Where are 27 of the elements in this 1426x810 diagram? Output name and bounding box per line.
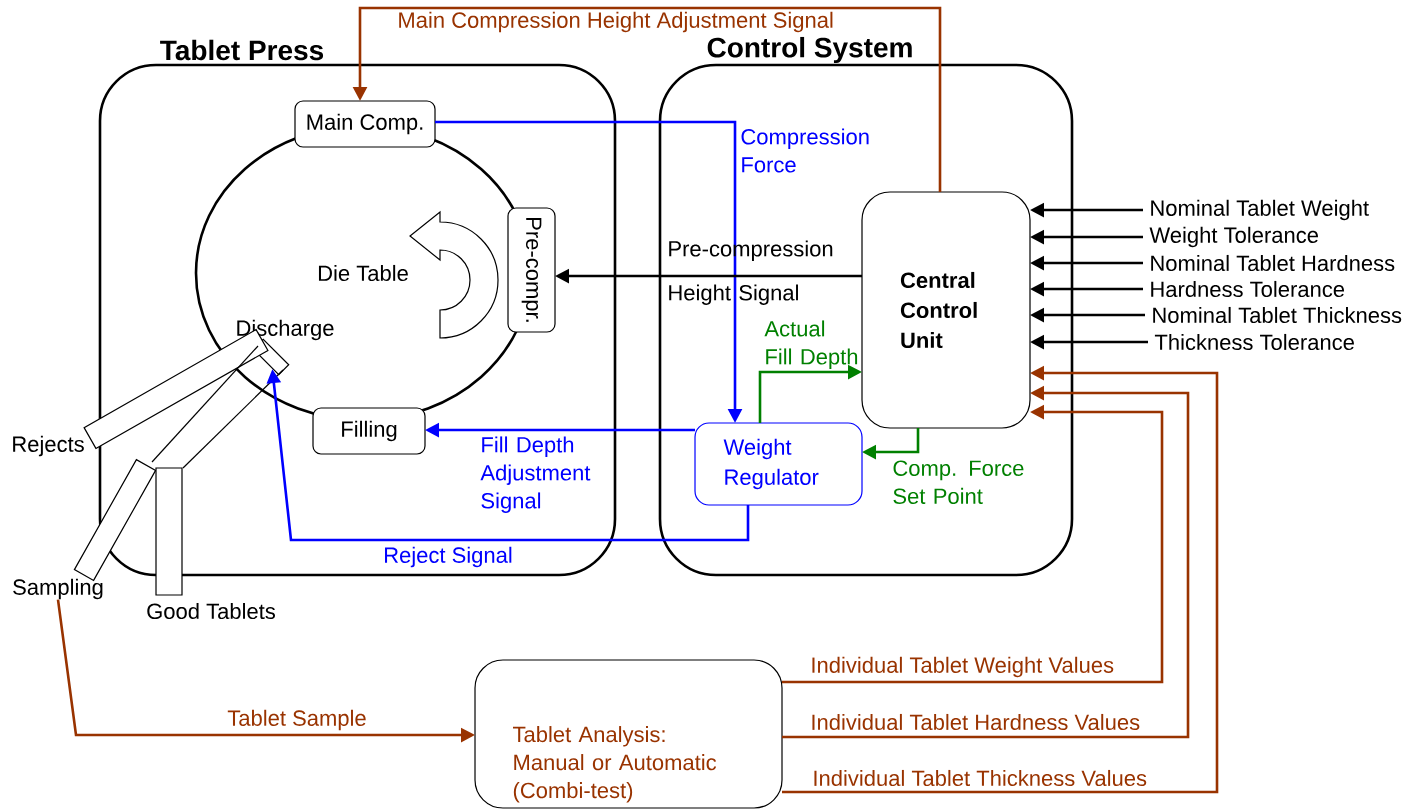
regulator-box: Weight Regulator: [694, 422, 863, 506]
process-box: Main Comp.: [294, 100, 436, 148]
rotation-arrow: [409, 211, 499, 339]
input-label: Nominal Tablet Thickness: [1153, 306, 1402, 324]
gate-label: Discharge: [237, 319, 334, 341]
input-label: Nominal Tablet Hardness: [1151, 254, 1395, 272]
chute-label: Sampling: [13, 578, 103, 600]
edge-label: Fill Depth Adjustment Signal: [480, 436, 591, 513]
input-label: Weight Tolerance: [1149, 226, 1318, 248]
input-label: Hardness Tolerance: [1151, 280, 1345, 298]
process-box: Pre-compr.: [507, 207, 556, 333]
process-box: Filling: [312, 407, 426, 455]
chute-label: Good Tablets: [147, 602, 275, 620]
edge-label: Individual Tablet Weight Values: [812, 656, 1114, 678]
edge-label: Compression Force: [741, 128, 869, 173]
edge-label: Individual Tablet Thickness Values: [814, 769, 1147, 787]
edge-label: Actual Fill Depth: [764, 320, 858, 369]
chute-label: Rejects: [13, 435, 84, 457]
control-unit-box: Central Control Unit: [861, 191, 1031, 429]
input-label: Nominal Tablet Weight: [1151, 199, 1369, 221]
edge-label: Tablet Sample: [227, 709, 366, 731]
analysis-box: Tablet Analysis: Manual or Automatic (Combi-test): [474, 659, 783, 809]
edge-label: Comp. Force Set Point: [893, 460, 1024, 504]
edge-label: Individual Tablet Hardness Values: [812, 713, 1140, 731]
edge-label: Main Compression Height Adjustment Signal: [399, 11, 833, 33]
edge-label: Reject Signal: [385, 546, 512, 568]
input-label: Thickness Tolerance: [1154, 333, 1354, 351]
